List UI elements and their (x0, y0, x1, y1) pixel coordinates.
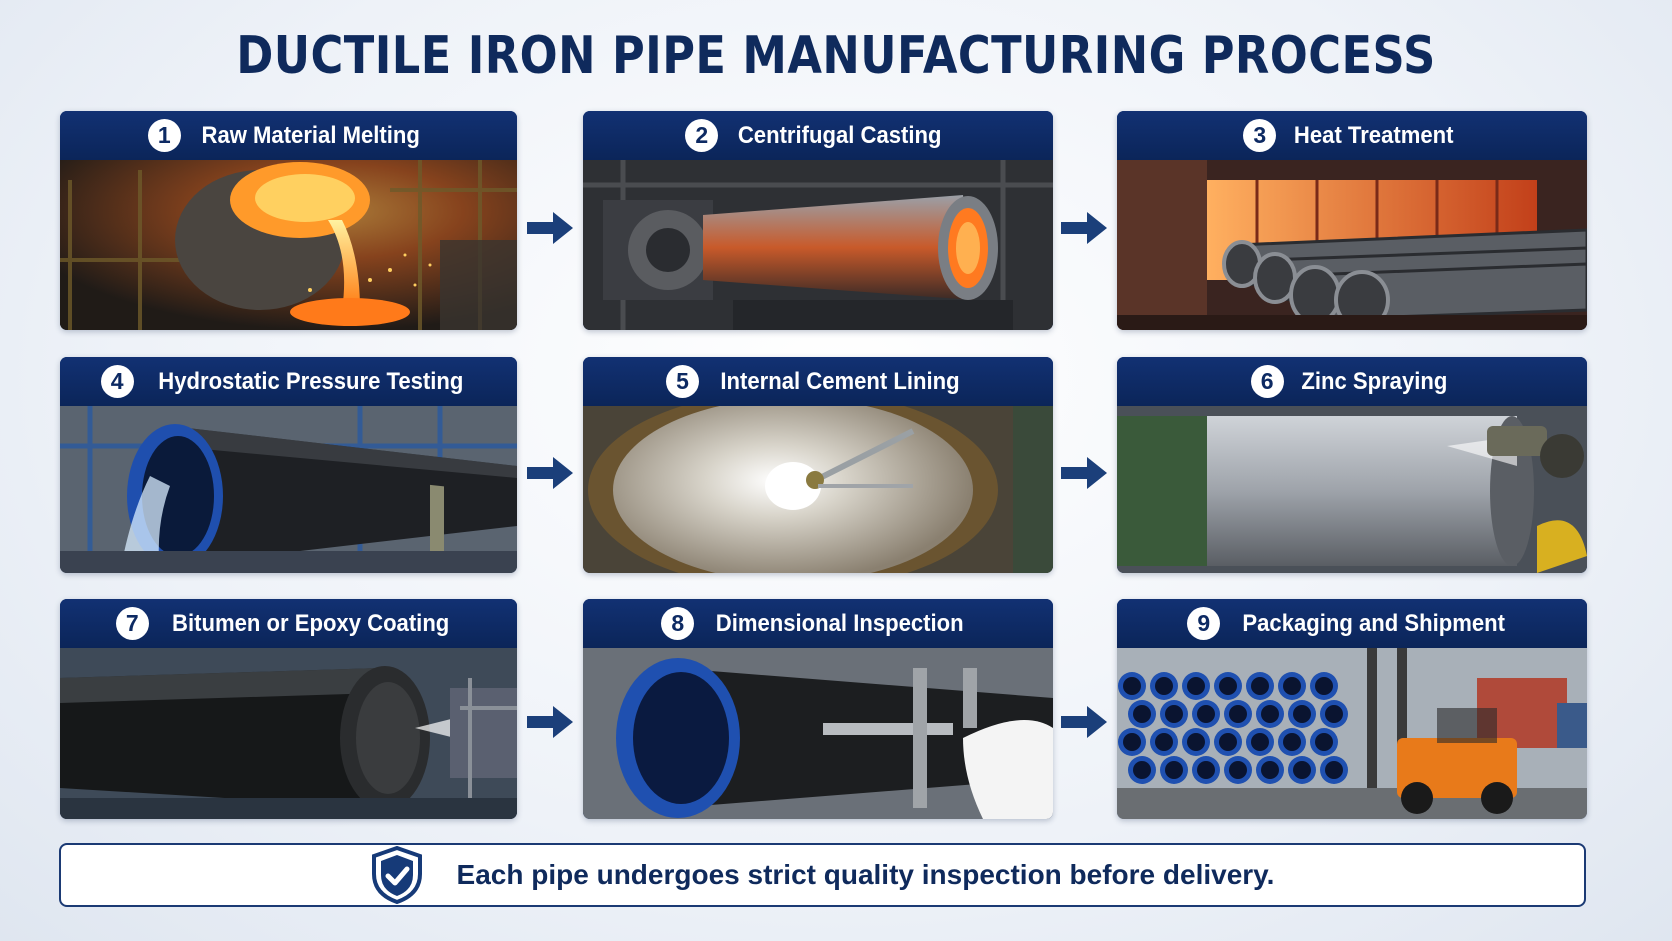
step-number-badge: 4 (100, 365, 134, 398)
step-label: Hydrostatic Pressure Testing (157, 367, 464, 395)
step-card-5: 5 Internal Cement Lining (583, 357, 1053, 573)
zinc-spraying-photo (1117, 406, 1587, 573)
coating-photo (60, 648, 517, 819)
dimensional-inspection-photo (583, 648, 1053, 819)
quality-banner: Each pipe undergoes strict quality inspe… (59, 843, 1586, 907)
step-card-8: 8 Dimensional Inspection (583, 599, 1053, 819)
step-label: Zinc Spraying (1300, 367, 1447, 395)
melting-furnace-photo (60, 160, 517, 330)
shield-check-icon (371, 846, 422, 904)
step-number-badge: 9 (1187, 607, 1221, 640)
step-number-badge: 3 (1243, 119, 1277, 152)
step-card-1: 1 Raw Material Melting (60, 111, 517, 330)
cement-lining-photo (583, 406, 1053, 573)
step-header: 5 Internal Cement Lining (583, 357, 1053, 406)
arrow-right-icon (1061, 457, 1107, 489)
step-header: 9 Packaging and Shipment (1117, 599, 1587, 648)
step-label: Dimensional Inspection (716, 609, 964, 637)
step-card-6: 6 Zinc Spraying (1117, 357, 1587, 573)
arrow-right-icon (1061, 212, 1107, 244)
arrow-right-icon (1061, 706, 1107, 738)
step-header: 2 Centrifugal Casting (583, 111, 1053, 160)
step-label: Heat Treatment (1294, 121, 1454, 149)
step-header: 8 Dimensional Inspection (583, 599, 1053, 648)
step-card-3: 3 Heat Treatment (1117, 111, 1587, 330)
step-label: Centrifugal Casting (738, 121, 942, 149)
quality-statement: Each pipe undergoes strict quality inspe… (456, 859, 1275, 890)
step-header: 3 Heat Treatment (1117, 111, 1587, 160)
arrow-right-icon (527, 212, 573, 244)
step-card-2: 2 Centrifugal Casting (583, 111, 1053, 330)
arrow-right-icon (527, 457, 573, 489)
step-header: 4 Hydrostatic Pressure Testing (60, 357, 517, 406)
step-number-badge: 5 (665, 365, 699, 398)
step-number-badge: 8 (661, 607, 695, 640)
step-label: Internal Cement Lining (720, 367, 960, 395)
heat-treatment-furnace-photo (1117, 160, 1587, 330)
step-label: Bitumen or Epoxy Coating (171, 609, 450, 637)
step-number-badge: 1 (147, 119, 181, 152)
step-card-9: 9 Packaging and Shipment (1117, 599, 1587, 819)
step-number-badge: 2 (685, 119, 719, 152)
step-header: 7 Bitumen or Epoxy Coating (60, 599, 517, 648)
step-header: 6 Zinc Spraying (1117, 357, 1587, 406)
step-number-badge: 7 (115, 607, 149, 640)
centrifugal-casting-photo (583, 160, 1053, 330)
step-card-7: 7 Bitumen or Epoxy Coating (60, 599, 517, 819)
packaging-shipment-photo (1117, 648, 1587, 819)
pressure-testing-photo (60, 406, 517, 573)
step-card-4: 4 Hydrostatic Pressure Testing (60, 357, 517, 573)
page-title: DUCTILE IRON PIPE MANUFACTURING PROCESS (236, 26, 1436, 86)
step-header: 1 Raw Material Melting (60, 111, 517, 160)
arrow-right-icon (527, 706, 573, 738)
step-label: Packaging and Shipment (1242, 609, 1506, 637)
step-label: Raw Material Melting (201, 121, 420, 149)
step-number-badge: 6 (1250, 365, 1284, 398)
